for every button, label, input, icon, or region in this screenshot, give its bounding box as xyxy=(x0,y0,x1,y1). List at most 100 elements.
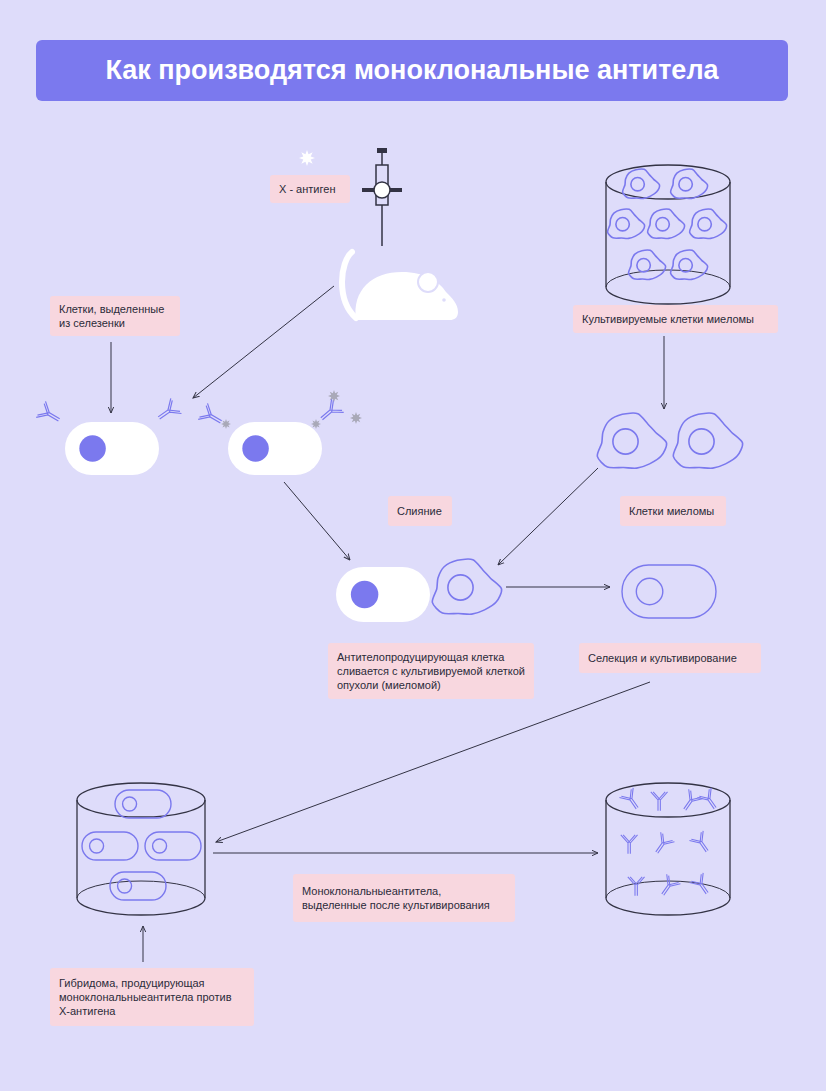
antibody xyxy=(651,792,668,811)
cell-nucleus xyxy=(79,435,106,462)
cell-nucleus xyxy=(448,575,473,600)
antigen xyxy=(350,412,362,424)
antibody xyxy=(36,401,63,428)
label-text: Селекция и культивирование xyxy=(588,651,752,665)
cell-nucleus xyxy=(656,217,669,230)
antibody xyxy=(316,398,344,426)
label-box: Клетки, выделенные из селезенки xyxy=(50,296,180,336)
cell-nucleus xyxy=(351,581,379,609)
myeloma-cell xyxy=(432,559,501,614)
syringe-cap xyxy=(377,148,387,153)
myeloma-cell xyxy=(629,250,666,279)
antibody-stroke xyxy=(651,792,665,811)
antibody xyxy=(198,403,225,430)
title-text: Как производятся моноклональные антитела xyxy=(105,55,718,86)
myeloma-cell xyxy=(608,209,645,238)
mouse-eye xyxy=(442,298,446,302)
antibody-stroke xyxy=(691,873,714,897)
hybrid-cell xyxy=(622,565,716,618)
antibody-stroke xyxy=(680,791,703,815)
leader-arrow xyxy=(216,682,650,842)
mouse-tail xyxy=(342,252,356,318)
cell-nucleus xyxy=(90,839,104,853)
antibody-stroke xyxy=(697,789,720,813)
hybrid-cell xyxy=(115,790,171,818)
label-text: Гибридома, продуцирующая моноклональныеа… xyxy=(59,976,245,1018)
antibody xyxy=(628,877,645,896)
antibody-stroke xyxy=(652,834,675,858)
antibody-stroke xyxy=(154,398,180,423)
label-text: Х - антиген xyxy=(279,182,341,196)
antibody-stroke xyxy=(630,877,644,896)
antigen xyxy=(311,419,321,429)
antibody xyxy=(621,835,638,854)
antigen xyxy=(221,419,231,429)
antibody-stroke xyxy=(36,404,62,428)
leader-arrow xyxy=(498,468,598,565)
cell-nucleus xyxy=(153,839,167,853)
mouse-body xyxy=(355,272,458,320)
antibody-stroke xyxy=(691,831,714,855)
label-text: Моноклональныеантитела, выделенные после… xyxy=(302,884,506,912)
mouse-ear xyxy=(418,272,438,292)
antibody-stroke xyxy=(316,398,342,424)
antibody-stroke xyxy=(621,788,644,812)
myeloma-cell xyxy=(597,413,666,468)
myeloma-cell xyxy=(671,169,708,198)
myeloma-cell xyxy=(623,169,660,198)
cell-nucleus xyxy=(118,879,132,893)
label-box: Моноклональныеантитела, выделенные после… xyxy=(293,874,515,922)
antibody-stroke xyxy=(678,789,701,813)
leader-arrow xyxy=(284,482,350,560)
antigen xyxy=(299,150,315,166)
antibody-stroke xyxy=(317,400,343,426)
label-box: Культивируемые клетки миеломы xyxy=(573,305,778,333)
antibody-stroke xyxy=(198,406,224,430)
leader-arrow xyxy=(664,336,665,409)
myeloma-cell xyxy=(648,209,685,238)
cell-nucleus xyxy=(636,578,663,605)
label-box: Слияние xyxy=(388,496,452,526)
antibody-stroke xyxy=(650,832,673,856)
antibody xyxy=(689,873,714,898)
b-cell xyxy=(336,567,430,622)
cell-nucleus xyxy=(637,258,650,271)
antibody-stroke xyxy=(619,789,642,813)
label-text: Клетки, выделенные из селезенки xyxy=(59,302,171,330)
b-cell xyxy=(65,422,159,475)
syringe-needle xyxy=(381,205,383,246)
cell-nucleus xyxy=(123,797,137,811)
cell-nucleus xyxy=(631,177,644,190)
label-text: Клетки миеломы xyxy=(629,504,717,518)
myeloma-cell xyxy=(690,209,727,238)
antibody xyxy=(689,831,714,856)
syringe-hub xyxy=(374,182,390,198)
antibody-stroke xyxy=(653,792,667,811)
culture-dish xyxy=(606,182,730,304)
label-text: Культивируемые клетки миеломы xyxy=(582,312,769,326)
dish-base xyxy=(77,881,205,898)
dish-rim xyxy=(606,783,730,817)
title-banner: Как производятся моноклональные антитела xyxy=(36,40,788,101)
myeloma-cell xyxy=(673,413,742,468)
label-box: Х - антиген xyxy=(270,175,350,203)
cell-nucleus xyxy=(616,217,629,230)
leader-arrow xyxy=(193,286,334,398)
myeloma-cell xyxy=(671,250,708,279)
antibody xyxy=(154,398,182,425)
leader-arrow xyxy=(111,342,112,413)
syringe-plunger xyxy=(381,152,383,165)
cell-nucleus xyxy=(698,217,711,230)
antibody-stroke xyxy=(628,877,642,896)
cell-nucleus xyxy=(613,429,638,454)
hybrid-cell xyxy=(145,832,201,860)
label-text: Слияние xyxy=(397,504,443,518)
label-box: Антителопродуцирующая клетка сливается с… xyxy=(328,643,534,699)
antibody-stroke xyxy=(658,876,681,900)
leader-arrow xyxy=(213,853,598,854)
cell-nucleus xyxy=(679,258,692,271)
leader-arrow xyxy=(143,926,144,962)
antibody xyxy=(650,832,675,857)
